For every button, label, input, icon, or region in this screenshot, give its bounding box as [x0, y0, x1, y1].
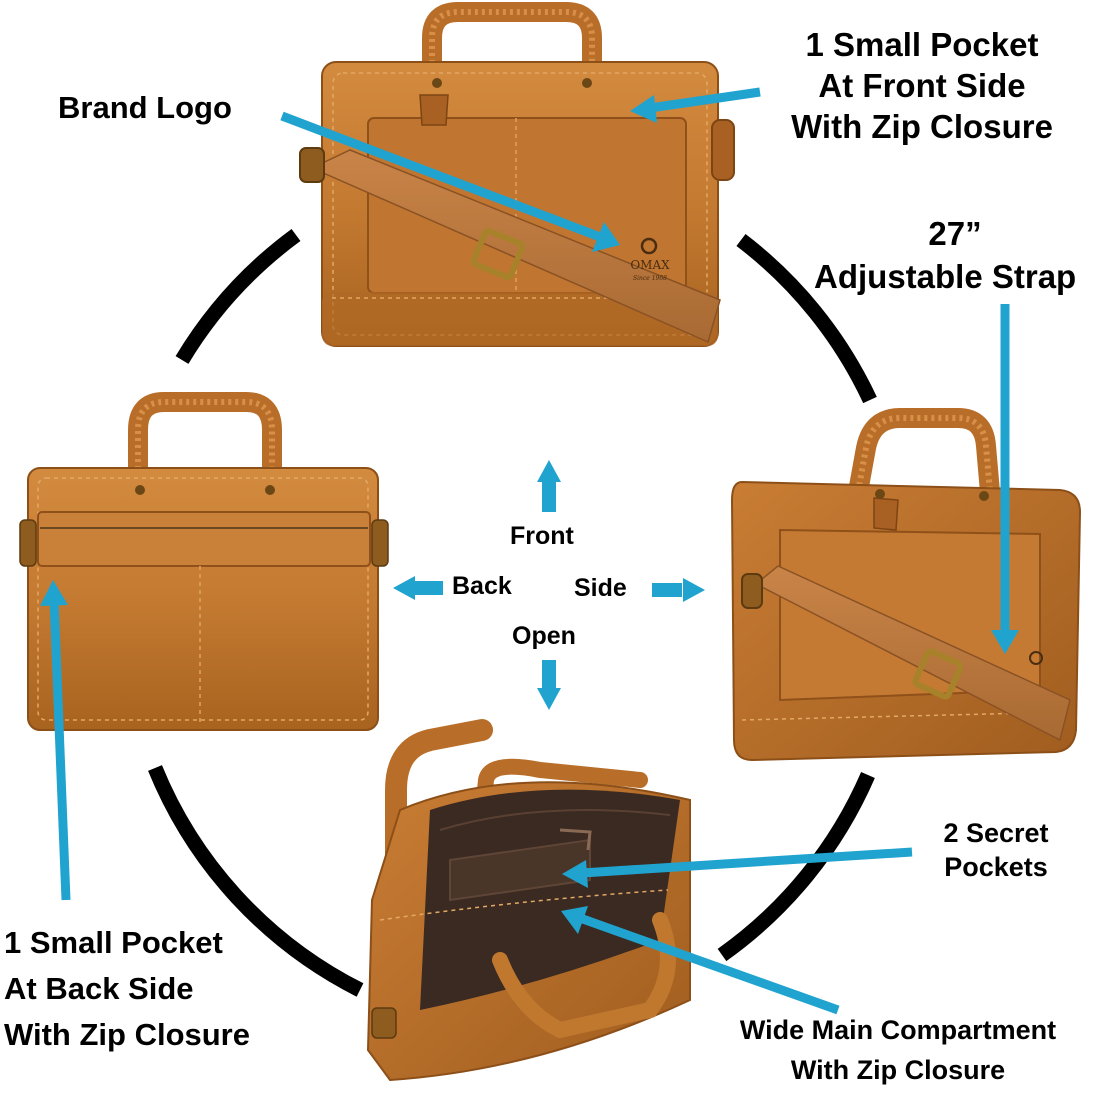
arrow-strap [991, 304, 1019, 654]
direction-open: Open [512, 622, 576, 650]
bag-side-tag [873, 497, 899, 531]
ring-segment-bottom-right [717, 772, 875, 962]
bag-front-tag [419, 94, 449, 126]
bag-back-handle [128, 392, 282, 476]
label-front-pocket: 1 Small Pocket At Front Side With Zip Cl… [762, 24, 1082, 147]
bag-back-view [19, 392, 389, 731]
callout-arrows [40, 87, 1019, 1015]
label-back-pocket-line1: 1 Small Pocket [4, 925, 223, 960]
ring-segment-bottom-left [148, 765, 364, 997]
label-strap: 27” Adjustable Strap [810, 212, 1100, 298]
arrow-left-icon [393, 576, 443, 600]
brand-logo-icon: OMAX Since 1968 [630, 237, 670, 282]
label-back-pocket: 1 Small Pocket At Back Side With Zip Clo… [4, 920, 250, 1058]
circle-ring [148, 228, 877, 997]
bag-front-view: OMAX Since 1968 [299, 2, 735, 347]
label-secret-pockets: 2 Secret Pockets [906, 816, 1086, 884]
ring-segment-top-left [175, 228, 301, 364]
brand-logo-since: Since 1968 [633, 275, 667, 282]
label-back-pocket-line2: At Back Side [4, 971, 194, 1006]
label-secret-pockets-line2: Pockets [944, 852, 1048, 882]
arrow-down-icon [537, 660, 561, 710]
bag-side-view [730, 408, 1082, 762]
arrow-secret-pockets [562, 847, 913, 888]
label-front-pocket-line3: With Zip Closure [791, 108, 1053, 145]
arrow-back-pocket [40, 580, 71, 901]
label-main-compartment-line2: With Zip Closure [790, 1055, 1006, 1085]
arrow-brand-logo [280, 111, 620, 252]
bag-open-secret-pocket [449, 838, 591, 902]
bag-back-body [27, 467, 379, 731]
label-front-pocket-line2: At Front Side [818, 67, 1026, 104]
bag-back-pocket [37, 511, 371, 567]
arrow-front-pocket [630, 87, 761, 123]
brand-logo-text: OMAX [630, 258, 670, 272]
arrow-main-compartment [561, 906, 840, 1015]
bag-side-handle [848, 408, 1000, 494]
ring-segment-top-right [736, 234, 877, 404]
label-brand-logo: Brand Logo [58, 90, 232, 125]
direction-back: Back [452, 572, 512, 600]
bag-side-strap [754, 565, 1071, 742]
arrow-right-icon [652, 578, 705, 602]
label-front-pocket-line1: 1 Small Pocket [805, 26, 1039, 63]
direction-front: Front [510, 522, 574, 550]
label-strap-line2: Adjustable Strap [814, 258, 1077, 295]
label-strap-line1: 27” [928, 215, 982, 252]
direction-arrows [393, 460, 705, 710]
label-main-compartment-line1: Wide Main Compartment [739, 1015, 1057, 1045]
label-main-compartment: Wide Main Compartment With Zip Closure [716, 1010, 1080, 1090]
label-back-pocket-line3: With Zip Closure [4, 1017, 250, 1052]
bag-open-back-handle [385, 719, 493, 871]
label-secret-pockets-line1: 2 Secret [943, 818, 1049, 848]
bag-open-view [366, 719, 691, 1082]
direction-side: Side [574, 574, 627, 602]
bag-front-strap [310, 149, 721, 344]
arrow-up-icon [537, 460, 561, 512]
